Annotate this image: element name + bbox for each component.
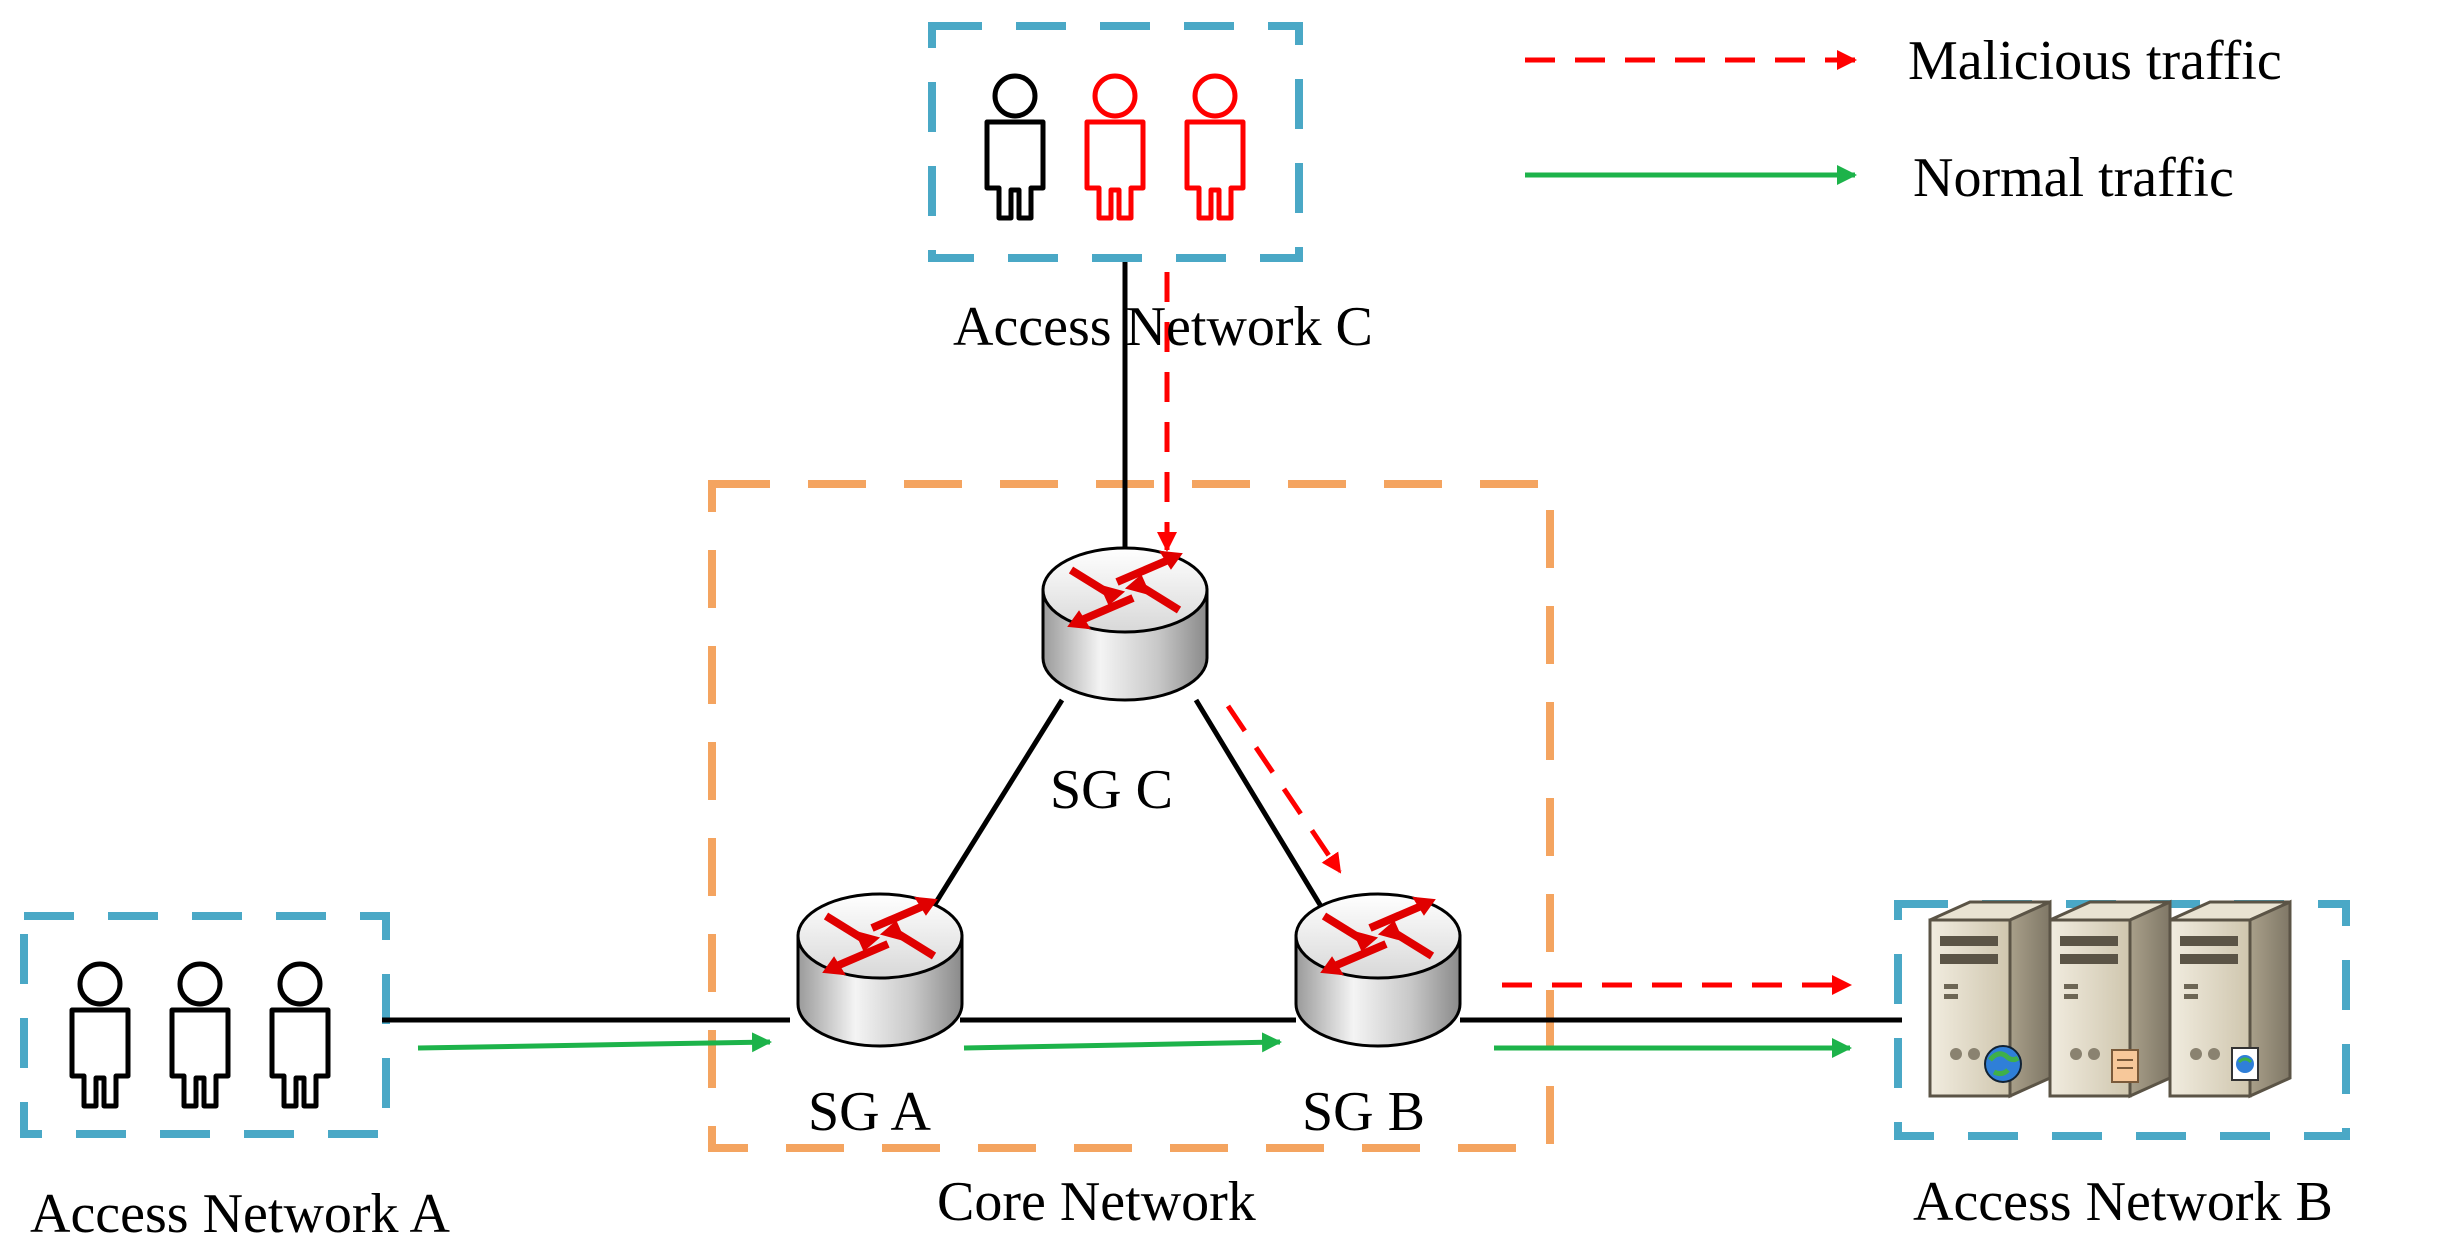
legend-normal-label: Normal traffic [1913, 147, 2234, 209]
access-network-a-box [20, 912, 390, 1138]
user-icon [72, 964, 128, 1106]
core-network-label: Core Network [937, 1171, 1256, 1233]
user-icon [987, 76, 1043, 218]
access-network-c-label: Access Network C [953, 296, 1373, 358]
web-document-icon [2231, 1047, 2259, 1081]
normal-arrow-a-to-sga [417, 1032, 772, 1053]
globe-icon [1984, 1045, 2022, 1083]
users-access-c [987, 76, 1243, 218]
normal-traffic [417, 1032, 1852, 1058]
user-icon [1087, 76, 1143, 218]
router-icon [1296, 894, 1460, 1046]
router-icon [1043, 548, 1207, 700]
access-network-b-label: Access Network B [1913, 1171, 2333, 1233]
servers-access-b [1928, 900, 2292, 1098]
core-network-box [708, 480, 1554, 1152]
links [382, 262, 1902, 1023]
legend: Malicious traffic Normal traffic [1525, 30, 2282, 209]
link-sgc-sgb [1193, 698, 1325, 910]
user-icon [1187, 76, 1243, 218]
normal-arrow-sga-to-sgb [963, 1032, 1282, 1053]
link-sgc-sga [927, 698, 1065, 914]
server-icon [2168, 900, 2292, 1098]
user-icon [172, 964, 228, 1106]
malicious-arrow-sgc-to-sgb [1225, 704, 1343, 874]
sg-c-label: SG C [1050, 759, 1173, 821]
users-access-a [72, 964, 328, 1106]
access-network-c-box [928, 22, 1303, 262]
sg-a-label: SG A [808, 1081, 931, 1143]
legend-malicious-label: Malicious traffic [1908, 30, 2282, 92]
sg-b-label: SG B [1302, 1081, 1425, 1143]
user-icon [272, 964, 328, 1106]
malicious-traffic [1157, 272, 1852, 995]
access-network-a-label: Access Network A [30, 1183, 450, 1245]
server-icon [2048, 900, 2172, 1098]
router-icon [798, 894, 962, 1046]
document-icon [2111, 1049, 2139, 1083]
